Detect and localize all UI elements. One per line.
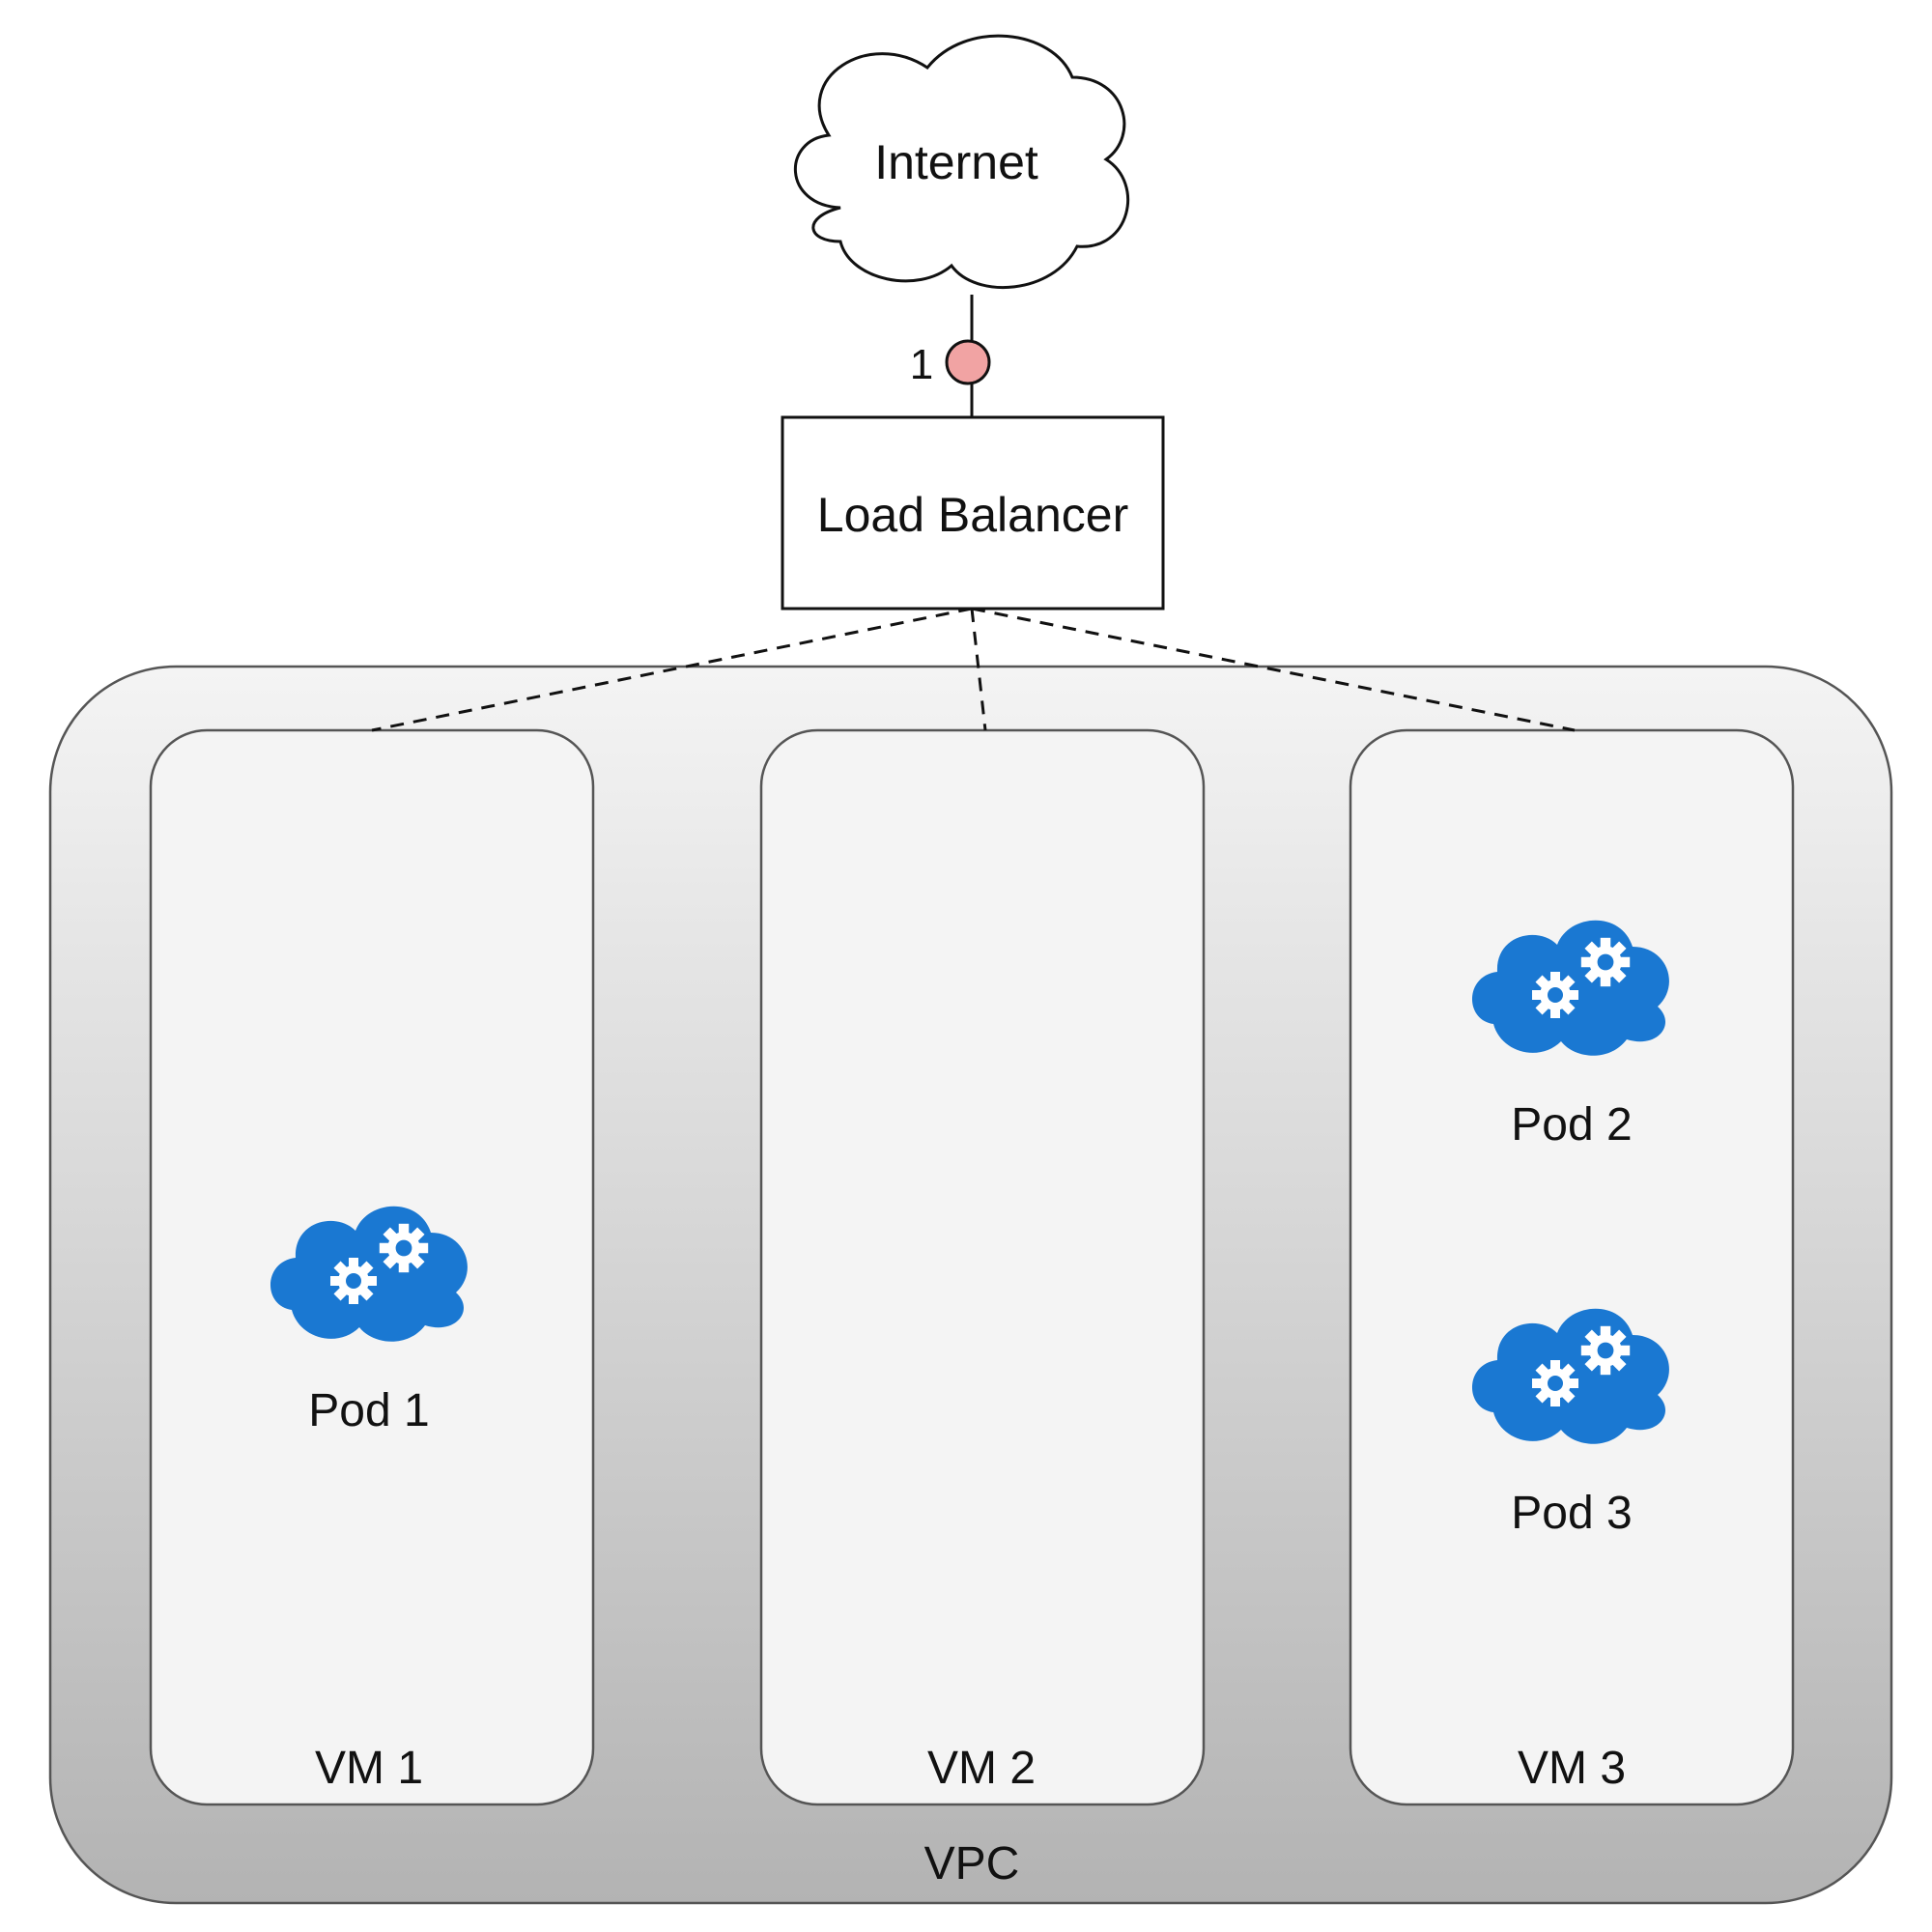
internet-label: Internet <box>874 135 1038 189</box>
load-balancer-label: Load Balancer <box>817 488 1128 542</box>
vm-2-label: VM 2 <box>927 1743 1036 1794</box>
vm-3-box <box>1349 728 1795 1806</box>
vpc-label: VPC <box>924 1838 1020 1889</box>
link-lb-vm2 <box>970 608 987 731</box>
lb-to-vm-links <box>371 607 1576 732</box>
load-balancer-box <box>781 415 1165 611</box>
connection-point-icon <box>945 339 991 385</box>
connection-point-label: 1 <box>910 341 933 388</box>
link-lb-vm3 <box>971 607 1576 732</box>
pod-3-label: Pod 3 <box>1511 1488 1632 1539</box>
internet-cloud <box>794 34 1129 290</box>
pod-1-label: Pod 1 <box>308 1385 429 1436</box>
pod-2-label: Pod 2 <box>1511 1099 1632 1151</box>
link-lb-vm1 <box>371 607 973 732</box>
vm-1-label: VM 1 <box>315 1743 423 1794</box>
vm-2-box <box>759 728 1206 1806</box>
vm-3-label: VM 3 <box>1518 1743 1626 1794</box>
